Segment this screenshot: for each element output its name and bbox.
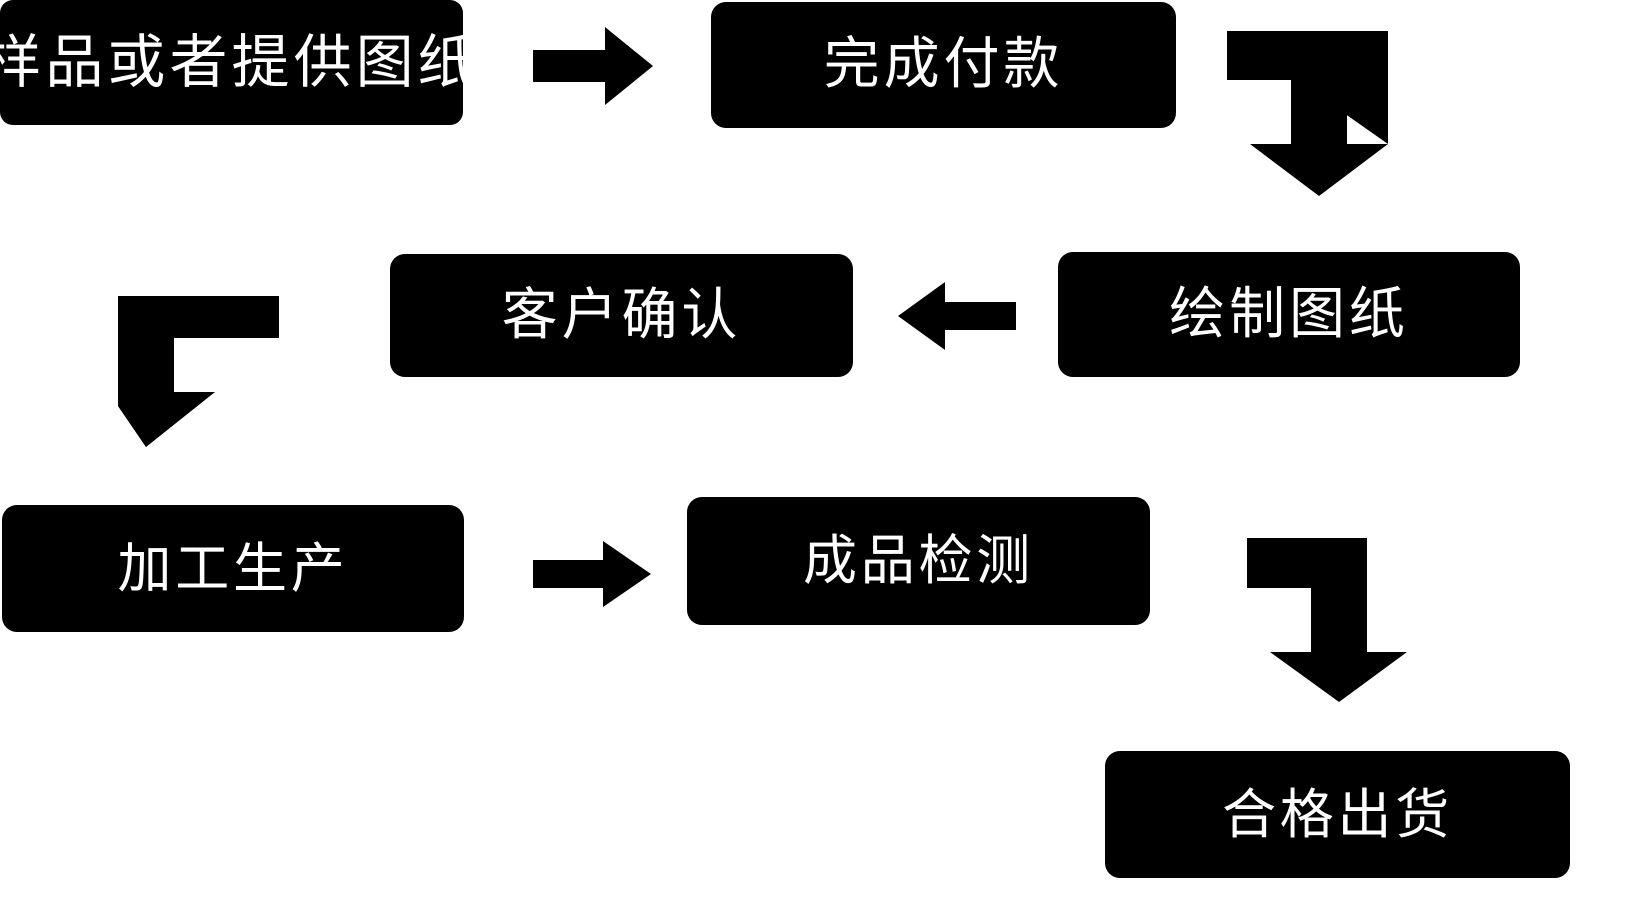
- node-production[interactable]: 加工生产: [2, 505, 464, 632]
- node-customer-confirm-label: 客户确认: [501, 282, 742, 348]
- node-sample[interactable]: 样品或者提供图纸: [0, 0, 476, 125]
- node-draw-blueprint[interactable]: 绘制图纸: [1058, 252, 1520, 377]
- arrow-elbow-down-icon-confirm-to-produce: [118, 296, 279, 447]
- node-shipment[interactable]: 合格出货: [1105, 751, 1570, 878]
- arrow-elbow-down-icon-inspect-to-ship: [1247, 538, 1407, 702]
- node-sample-label: 样品或者提供图纸: [0, 27, 480, 96]
- arrow-elbow-down-icon-payment-to-draw: [1227, 31, 1388, 196]
- node-inspection[interactable]: 成品检测: [687, 497, 1150, 625]
- arrow-right-icon-sample-to-payment: [533, 27, 653, 105]
- arrow-left-icon-draw-to-confirm: [898, 282, 1016, 350]
- node-customer-confirm[interactable]: 客户确认: [390, 254, 853, 377]
- node-payment[interactable]: 完成付款: [711, 2, 1176, 128]
- node-draw-blueprint-label: 绘制图纸: [1169, 281, 1409, 347]
- arrow-right-icon-produce-to-inspect: [533, 541, 651, 607]
- node-shipment-label: 合格出货: [1221, 782, 1454, 846]
- node-production-label: 加工生产: [117, 536, 349, 600]
- node-payment-label: 完成付款: [823, 32, 1064, 98]
- node-inspection-label: 成品检测: [802, 529, 1035, 593]
